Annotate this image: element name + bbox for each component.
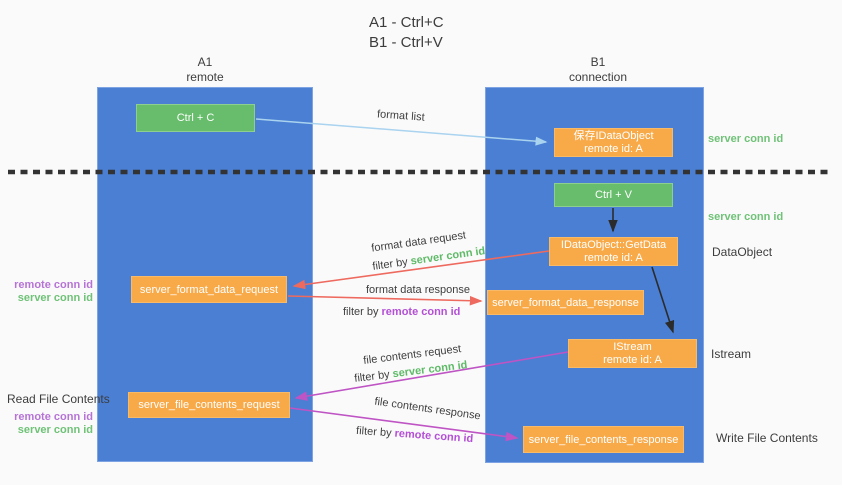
lifeline-b1-role: connection	[568, 70, 628, 84]
label-file-contents-response-filter: filter by remote conn id	[356, 425, 474, 445]
node-ctrl-v-label: Ctrl + V	[595, 189, 632, 201]
annotation-left-mid-server-conn-id: server conn id	[17, 292, 93, 304]
node-save-dataobject-line2: remote id: A	[584, 142, 643, 155]
filter-by-prefix: filter by	[343, 306, 382, 318]
label-format-data-response-filter: filter by remote conn id	[343, 306, 460, 318]
lifeline-a1-role: remote	[186, 70, 224, 84]
label-format-list: format list	[376, 108, 426, 124]
node-server-file-contents-request-label: server_file_contents_request	[138, 399, 280, 411]
annotation-server-conn-id-mid: server conn id	[708, 211, 784, 223]
lifeline-a1-header: A1 remote	[155, 55, 255, 85]
node-server-format-data-request: server_format_data_request	[131, 276, 287, 303]
annotation-dataobject: DataObject	[712, 245, 773, 259]
node-server-format-data-request-label: server_format_data_request	[139, 283, 279, 296]
node-server-file-contents-request: server_file_contents_request	[128, 392, 290, 418]
node-idataobject-getdata-line2: remote id: A	[584, 251, 643, 264]
lifeline-b1-name: B1	[590, 55, 606, 69]
node-istream: IStream remote id: A	[568, 339, 697, 368]
label-format-data-response: format data response	[366, 284, 470, 296]
filter-key-remote-conn-id: remote conn id	[394, 427, 474, 446]
node-ctrl-c: Ctrl + C	[136, 104, 255, 132]
filter-key-server-conn-id: server conn id	[409, 245, 487, 268]
filter-by-prefix: filter by	[355, 424, 395, 440]
annotation-left-bottom-server-conn-id: server conn id	[17, 424, 93, 436]
lifeline-a1-name: A1	[197, 55, 213, 69]
node-save-dataobject-line1: 保存IDataObject	[573, 129, 654, 142]
annotation-write-file-contents: Write File Contents	[716, 431, 818, 445]
label-file-contents-response: file contents response	[373, 395, 482, 423]
node-ctrl-c-label: Ctrl + C	[176, 112, 215, 124]
node-istream-line1: IStream	[613, 340, 652, 353]
filter-by-prefix: filter by	[353, 368, 394, 385]
node-idataobject-getdata-line1: IDataObject::GetData	[560, 238, 667, 251]
node-save-dataobject: 保存IDataObject remote id: A	[554, 128, 673, 157]
node-istream-line2: remote id: A	[603, 353, 662, 366]
title-line-a1: A1 - Ctrl+C	[369, 14, 444, 31]
node-server-format-data-response: server_format_data_response	[487, 290, 644, 315]
arrow-format-data-response	[287, 295, 483, 306]
lifeline-b1-header: B1 connection	[548, 55, 648, 85]
node-idataobject-getdata: IDataObject::GetData remote id: A	[549, 237, 678, 266]
diagram-title: A1 - Ctrl+C B1 - Ctrl+V	[369, 13, 444, 53]
annotation-left-mid-remote-conn-id: remote conn id	[14, 279, 93, 291]
annotation-server-conn-id-top: server conn id	[708, 133, 784, 145]
node-ctrl-v: Ctrl + V	[554, 183, 673, 207]
annotation-istream: Istream	[711, 347, 752, 361]
node-server-file-contents-response: server_file_contents_response	[523, 426, 684, 453]
filter-key-server-conn-id: server conn id	[391, 359, 469, 381]
node-server-format-data-response-label: server_format_data_response	[492, 296, 639, 309]
node-server-file-contents-response-label: server_file_contents_response	[528, 433, 679, 446]
annotation-read-file-contents: Read File Contents	[7, 392, 110, 406]
filter-by-prefix: filter by	[371, 255, 412, 273]
filter-key-remote-conn-id: remote conn id	[381, 306, 461, 318]
title-line-b1: B1 - Ctrl+V	[369, 34, 443, 51]
annotation-left-bottom-remote-conn-id: remote conn id	[14, 411, 93, 423]
